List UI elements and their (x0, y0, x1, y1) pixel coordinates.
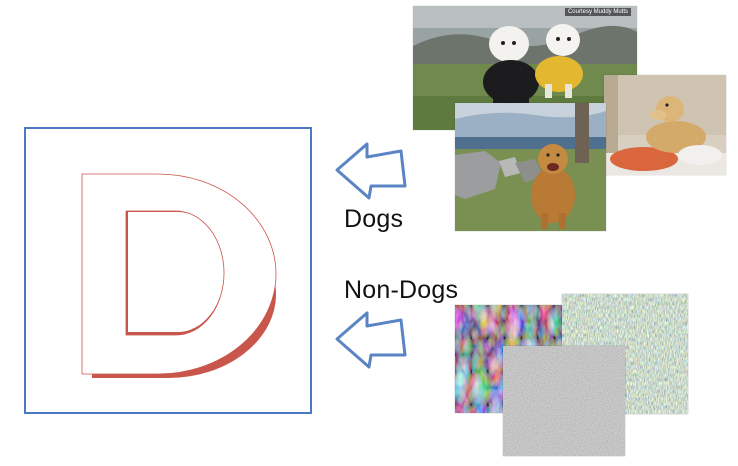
dogs-label: Dogs (344, 205, 404, 233)
discriminator-box: D (24, 127, 312, 414)
dog-photo-westies: Courtesy Muddy Mutts (413, 6, 637, 130)
discriminator-letter-d (81, 173, 277, 378)
dog-photo-golden-rocks (455, 103, 606, 231)
dog-photo-golden-pillow (604, 75, 726, 175)
non-dogs-arrow-icon (335, 311, 407, 369)
noise-image-static (503, 346, 625, 456)
courtesy-caption: Courtesy Muddy Mutts (564, 8, 631, 16)
dogs-arrow-icon (335, 142, 407, 200)
non-dogs-label: Non-Dogs (344, 276, 459, 304)
